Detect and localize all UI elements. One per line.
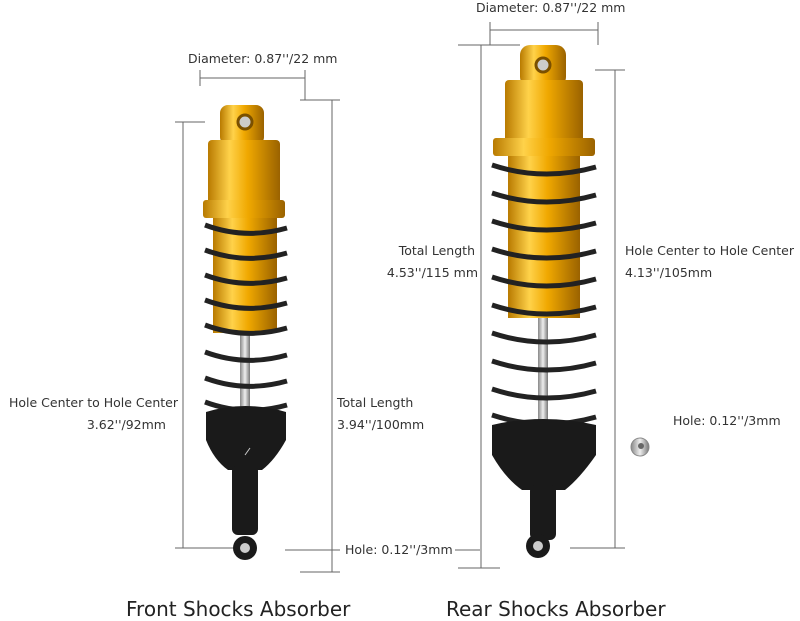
front-hole-center-value: 3.62''/92mm <box>86 417 166 432</box>
rear-diameter-label: Diameter: 0.87''/22 mm <box>476 0 626 15</box>
dimension-lines <box>175 22 625 573</box>
ball-hole-label: Hole: 0.12''/3mm <box>673 413 781 428</box>
front-hole-center-label: Hole Center to Hole Center <box>8 395 178 410</box>
front-diameter-label: Diameter: 0.87''/22 mm <box>188 51 338 66</box>
rear-total-length-value: 4.53''/115 mm <box>386 265 478 280</box>
rear-shock <box>491 45 597 558</box>
rear-title: Rear Shocks Absorber <box>446 597 666 621</box>
front-title: Front Shocks Absorber <box>126 597 351 621</box>
front-total-length-label: Total Length <box>337 395 414 410</box>
rear-total-length-label: Total Length <box>398 243 475 258</box>
front-total-length-value: 3.94''/100mm <box>337 417 425 432</box>
hole-ball-icon <box>630 437 650 457</box>
front-shock <box>203 105 288 560</box>
bottom-hole-label: Hole: 0.12''/3mm <box>345 542 453 557</box>
rear-hole-center-label: Hole Center to Hole Center <box>625 243 795 258</box>
rear-hole-center-value: 4.13''/105mm <box>625 265 713 280</box>
